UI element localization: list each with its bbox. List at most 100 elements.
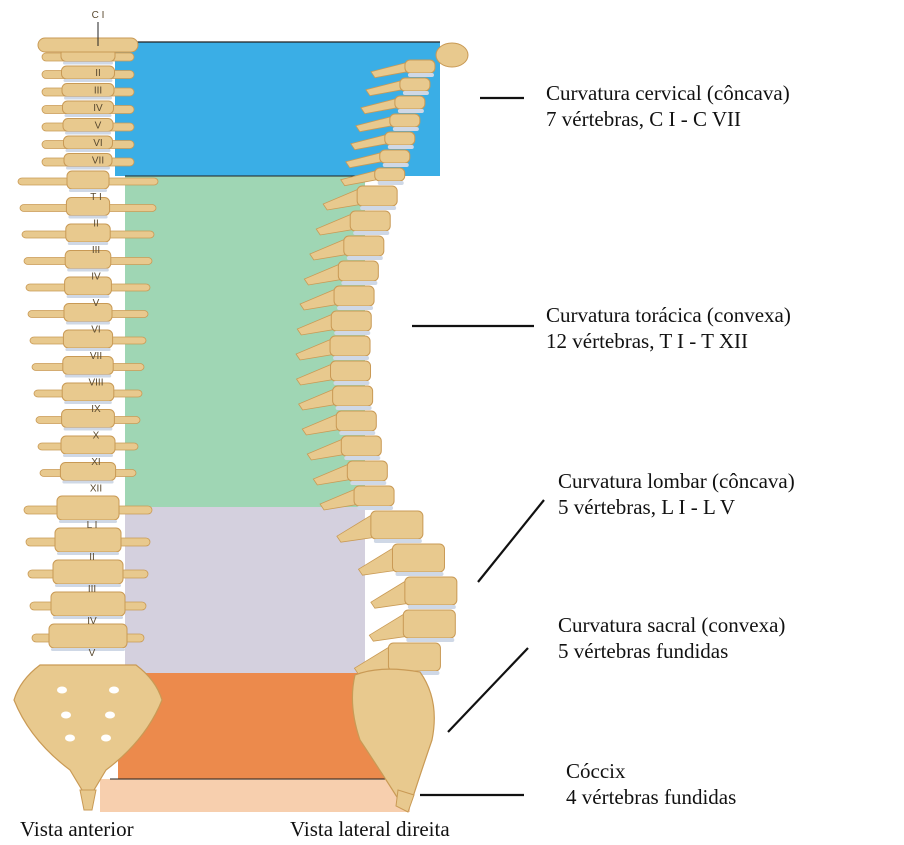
- lateral-disc: [393, 127, 419, 131]
- lateral-vertebra: [331, 311, 371, 331]
- lateral-vertebra: [375, 168, 405, 181]
- lateral-disc: [336, 406, 372, 410]
- sacral-foramen: [57, 687, 67, 694]
- anterior-vertebra: [61, 436, 115, 454]
- label-coccyx-title: Cóccix: [566, 758, 736, 784]
- lateral-vertebra: [330, 336, 370, 356]
- lateral-disc: [350, 481, 386, 485]
- lateral-disc: [334, 331, 370, 335]
- anterior-disc: [65, 114, 112, 117]
- label-cervical-detail: 7 vértebras, C I - C VII: [546, 106, 790, 132]
- anterior-disc: [57, 552, 119, 555]
- anterior-atlas: [38, 38, 138, 52]
- label-sacral-title: Curvatura sacral (convexa): [558, 612, 785, 638]
- caption-lateral: Vista lateral direita: [290, 817, 450, 842]
- anterior-vertebra: [66, 198, 109, 216]
- vertebra-label-thoracic: XII: [90, 484, 102, 495]
- anterior-vertebra: [64, 304, 112, 322]
- caption-anterior: Vista anterior: [20, 817, 134, 842]
- anterior-vertebra: [55, 528, 121, 552]
- lateral-vertebra: [350, 211, 390, 231]
- anterior-vertebra: [65, 277, 112, 295]
- anterior-vertebra: [57, 496, 119, 520]
- lateral-disc: [344, 456, 380, 460]
- label-thoracic-title: Curvatura torácica (convexa): [546, 302, 791, 328]
- lateral-disc: [334, 381, 370, 385]
- lateral-disc: [395, 572, 443, 576]
- label-coccyx-detail: 4 vértebras fundidas: [566, 784, 736, 810]
- anterior-coccyx: [80, 790, 96, 810]
- lateral-disc: [374, 539, 422, 543]
- lateral-disc: [408, 73, 434, 77]
- anterior-vertebra: [62, 84, 114, 97]
- vertebra-label-thoracic: T I: [90, 192, 101, 203]
- label-lumbar: Curvatura lombar (côncava) 5 vértebras, …: [558, 468, 795, 520]
- label-sacral: Curvatura sacral (convexa) 5 vértebras f…: [558, 612, 785, 664]
- label-lumbar-detail: 5 vértebras, L I - L V: [558, 494, 795, 520]
- anterior-disc: [64, 401, 112, 404]
- label-coccyx: Cóccix 4 vértebras fundidas: [566, 758, 736, 810]
- lateral-vertebra: [395, 96, 425, 109]
- label-sacral-detail: 5 vértebras fundidas: [558, 638, 785, 664]
- anterior-vertebra: [63, 357, 113, 375]
- anterior-vertebra: [63, 101, 114, 114]
- anterior-disc: [64, 428, 113, 431]
- anterior-vertebra: [53, 560, 123, 584]
- band-lumbar: [125, 507, 365, 673]
- vertebra-label-lumbar: L I: [87, 520, 98, 531]
- lateral-disc: [403, 91, 429, 95]
- label-cervical-title: Curvatura cervical (côncava): [546, 80, 790, 106]
- lateral-vertebra: [403, 610, 455, 638]
- lateral-vertebra: [333, 386, 373, 406]
- anterior-disc: [67, 295, 110, 298]
- anterior-disc: [68, 216, 107, 219]
- sacral-foramen: [105, 712, 115, 719]
- label-cervical: Curvatura cervical (côncava) 7 vértebras…: [546, 80, 790, 132]
- lateral-vertebra: [334, 286, 374, 306]
- anterior-vertebra: [60, 463, 115, 481]
- lateral-vertebra: [385, 132, 415, 145]
- vertebra-label-cervical: III: [94, 86, 102, 97]
- anterior-disc: [63, 62, 113, 65]
- lateral-disc: [333, 356, 369, 360]
- vertebra-label-thoracic: VI: [91, 325, 100, 336]
- sacral-foramen: [61, 712, 71, 719]
- anterior-vertebra: [64, 136, 113, 149]
- lateral-vertebra: [344, 236, 384, 256]
- vertebra-label-thoracic: II: [93, 219, 99, 230]
- vertebra-label-lumbar: V: [89, 648, 96, 659]
- lateral-disc: [347, 256, 383, 260]
- lateral-disc: [406, 638, 454, 642]
- lateral-disc: [388, 145, 414, 149]
- lateral-atlas: [436, 43, 468, 67]
- anterior-disc: [63, 454, 113, 457]
- anterior-disc: [68, 242, 108, 245]
- anterior-disc: [66, 322, 110, 325]
- anterior-disc: [66, 149, 111, 152]
- vertebra-label-thoracic: VII: [90, 351, 102, 362]
- lateral-vertebra: [380, 150, 410, 163]
- anterior-disc: [65, 132, 111, 135]
- vertebra-label-thoracic: III: [92, 245, 100, 256]
- vertebra-label-thoracic: V: [93, 298, 100, 309]
- lateral-disc: [398, 109, 424, 113]
- label-thoracic-detail: 12 vértebras, T I - T XII: [546, 328, 791, 354]
- anterior-vertebra: [49, 624, 127, 648]
- lateral-vertebra: [347, 461, 387, 481]
- anterior-vertebra: [64, 154, 112, 167]
- vertebra-label-thoracic: VIII: [88, 378, 103, 389]
- anterior-disc: [67, 269, 109, 272]
- anterior-disc: [66, 167, 110, 170]
- anterior-disc: [64, 79, 113, 82]
- anterior-vertebra: [66, 224, 110, 242]
- lateral-vertebra: [400, 78, 430, 91]
- leader-line: [478, 500, 544, 582]
- lateral-vertebra: [405, 60, 435, 73]
- label-thoracic: Curvatura torácica (convexa) 12 vértebra…: [546, 302, 791, 354]
- vertebra-label-cervical: VI: [93, 138, 102, 149]
- lateral-vertebra: [357, 186, 397, 206]
- band-coccyx: [100, 779, 410, 812]
- anterior-vertebra: [63, 119, 113, 132]
- lateral-vertebra: [388, 643, 440, 671]
